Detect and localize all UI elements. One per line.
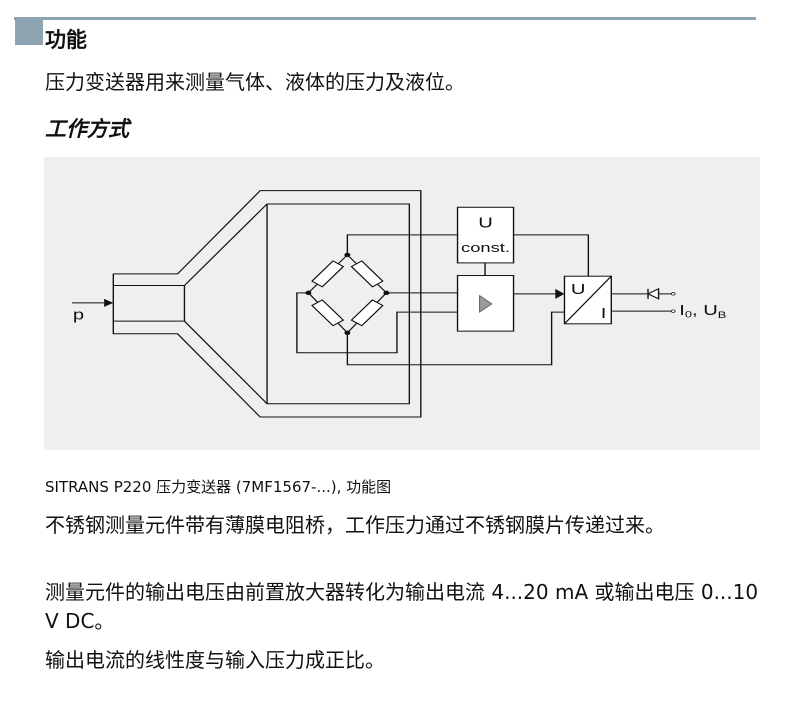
arrow-icon <box>104 298 114 307</box>
intro-text: 压力变送器用来测量气体、液体的压力及液位。 <box>45 70 465 94</box>
function-diagram: p U const. U I I0, UB <box>44 157 760 450</box>
amplifier-icon <box>479 294 493 313</box>
section-title: 功能 <box>45 28 87 52</box>
section-marker <box>15 17 43 45</box>
subsection-title: 工作方式 <box>45 117 129 141</box>
svg-text:I: I <box>601 305 607 322</box>
paragraph: 不锈钢测量元件带有薄膜电阻桥，工作压力通过不锈钢膜片传递过来。 <box>45 513 665 537</box>
uconst-box <box>456 206 515 264</box>
input-label: p <box>73 306 84 323</box>
diode-icon <box>646 287 660 300</box>
sensor-housing <box>112 190 422 418</box>
diagram-caption: SITRANS P220 压力变送器 (7MF1567-...), 功能图 <box>45 478 392 496</box>
paragraph: 测量元件的输出电压由前置放大器转化为输出电流 4...20 mA 或输出电压 0… <box>45 580 759 633</box>
paragraph: 输出电流的线性度与输入压力成正比。 <box>45 648 385 672</box>
svg-text:U: U <box>571 281 586 298</box>
output-label: I0, UB <box>679 302 726 321</box>
resistor-bridge <box>305 252 390 335</box>
section-rule <box>14 17 756 20</box>
svg-text:const.: const. <box>461 241 510 256</box>
svg-text:U: U <box>478 214 493 231</box>
